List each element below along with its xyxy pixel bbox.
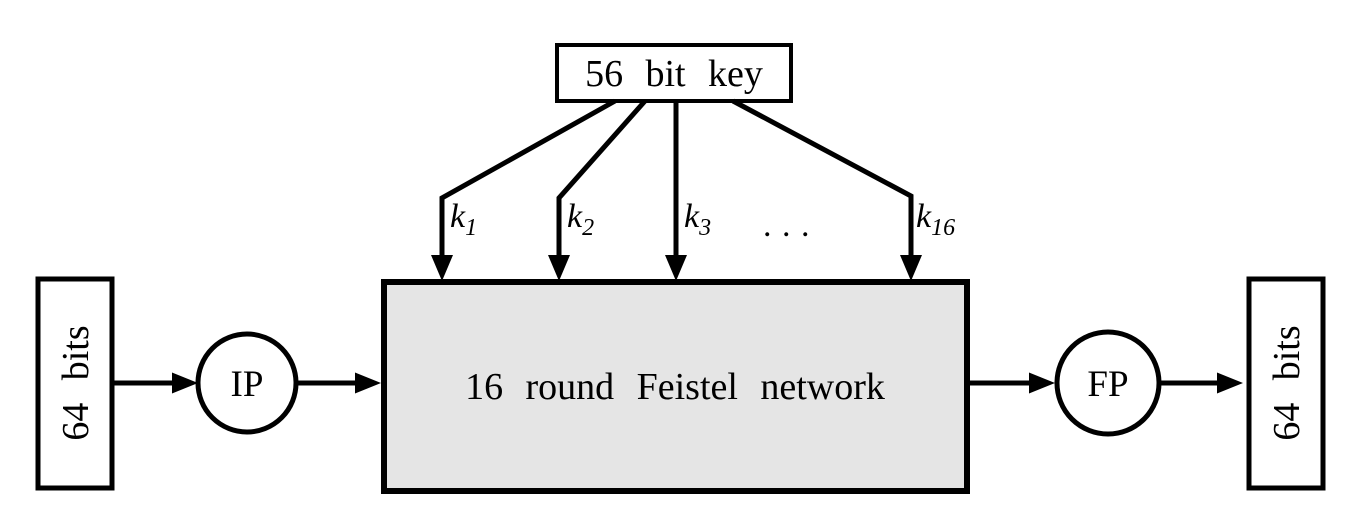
input-to-ip-arrowhead-icon [172, 372, 198, 394]
k2-subscript: 2 [582, 215, 594, 241]
key-box-label: 56 bit key [585, 53, 763, 95]
input-bits-rect [35, 276, 115, 491]
key-subkey-arrows [431, 98, 922, 281]
ip-label: IP [231, 364, 264, 405]
fp-to-output-arrowhead-icon [1217, 372, 1243, 394]
ip-to-feistel-arrowhead-icon [355, 372, 381, 394]
k3-arrowhead-icon [665, 255, 687, 281]
k16-arrowhead-icon [900, 255, 922, 281]
subkey-label-k2: k2 [567, 198, 594, 241]
ip-node: IP [195, 331, 299, 435]
subkey-labels: k1 k2 k3 ... k16 [450, 198, 955, 244]
subkey-label-k1: k1 [450, 198, 477, 241]
datapath-arrows [112, 372, 1243, 394]
k1-arrowhead-icon [431, 255, 453, 281]
subkey-label-k16: k16 [916, 198, 955, 241]
k1-subscript: 1 [465, 215, 477, 241]
k3-subscript: 3 [698, 215, 711, 241]
output-bits-box: 64 bits [1246, 276, 1326, 491]
feistel-box: 16 round Feistel network [381, 279, 970, 494]
feistel-box-label: 16 round Feistel network [465, 366, 885, 408]
input-bits-box: 64 bits [35, 276, 115, 491]
output-bits-rect [1246, 276, 1326, 491]
input-bits-label: 64 bits [55, 325, 97, 440]
output-bits-label: 64 bits [1266, 325, 1308, 440]
subkey-label-k3: k3 [684, 198, 711, 241]
k1-base: k [450, 198, 466, 235]
fp-node: FP [1054, 329, 1162, 437]
key-to-k1-arrow [439, 98, 617, 262]
k3-base: k [684, 198, 700, 235]
key-to-k16-arrow [731, 98, 914, 262]
key-to-k2-arrow [556, 99, 647, 262]
subkey-ellipsis: ... [763, 207, 820, 244]
feistel-box-rect [381, 279, 970, 494]
key-box: 56 bit key [555, 43, 793, 103]
k16-base: k [916, 198, 932, 235]
fp-label: FP [1087, 364, 1128, 405]
k16-subscript: 16 [931, 215, 955, 241]
k2-arrowhead-icon [548, 255, 570, 281]
feistel-to-fp-arrowhead-icon [1029, 372, 1055, 394]
k2-base: k [567, 198, 583, 235]
